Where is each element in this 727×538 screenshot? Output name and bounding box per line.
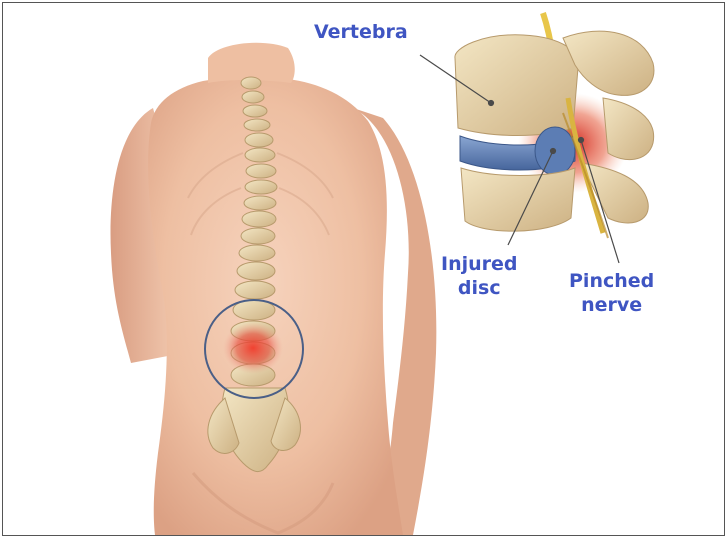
injured-disc-label: Injured disc xyxy=(441,252,518,300)
vertebra-label: Vertebra xyxy=(314,20,408,44)
pain-highlight xyxy=(223,322,283,374)
injured-disc-label-line2: disc xyxy=(441,276,518,300)
pinched-nerve-label: Pinched nerve xyxy=(569,269,654,317)
vertebra-label-text: Vertebra xyxy=(314,20,408,44)
pinched-nerve-label-line2: nerve xyxy=(569,293,654,317)
injured-disc-label-line1: Injured xyxy=(441,252,518,276)
pinched-nerve-label-line1: Pinched xyxy=(569,269,654,293)
vertebra-closeup xyxy=(455,13,654,238)
